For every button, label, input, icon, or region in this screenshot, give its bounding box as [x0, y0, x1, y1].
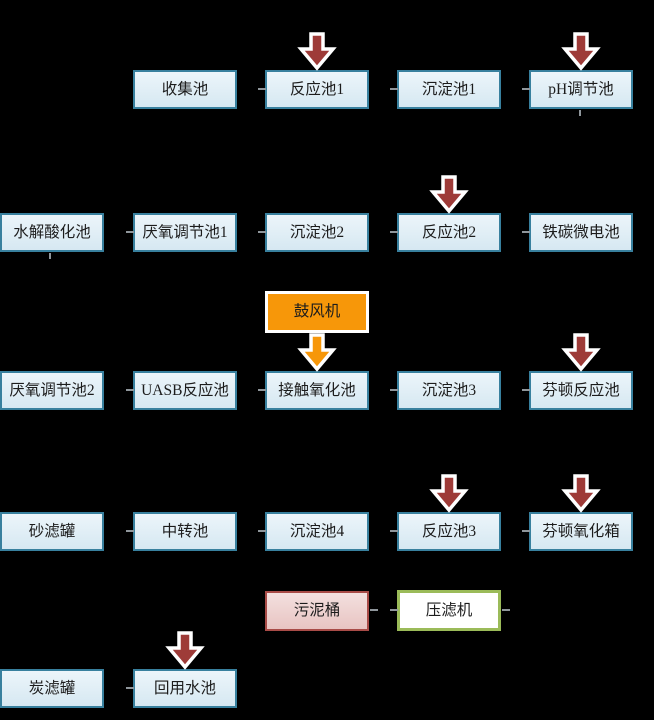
node-collection-pool: 收集池 — [133, 70, 237, 109]
connector-stub — [258, 231, 266, 233]
connector-stub — [390, 609, 398, 611]
connector-stub — [126, 530, 134, 532]
down-arrow-icon — [561, 32, 601, 71]
connector-stub — [126, 231, 134, 233]
node-fenton-reaction-pool: 芬顿反应池 — [529, 371, 633, 410]
connector-stub — [579, 110, 581, 116]
node-reuse-water-pool: 回用水池 — [133, 669, 237, 708]
node-sedimentation-pool-3: 沉淀池3 — [397, 371, 501, 410]
connector-stub — [258, 530, 266, 532]
connector-stub — [390, 530, 398, 532]
down-arrow-icon — [297, 32, 337, 71]
connector-stub — [126, 389, 134, 391]
node-anaerobic-regulating-pool-2: 厌氧调节池2 — [0, 371, 104, 410]
connector-stub — [390, 231, 398, 233]
node-carbon-filter-tank: 炭滤罐 — [0, 669, 104, 708]
node-fenton-oxidation-tank: 芬顿氧化箱 — [529, 512, 633, 551]
orange-down-arrow-icon — [297, 333, 337, 372]
node-filter-press: 压滤机 — [397, 590, 501, 631]
connector-stub — [390, 389, 398, 391]
node-reaction-pool-3: 反应池3 — [397, 512, 501, 551]
node-iron-carbon-micro-cell: 铁碳微电池 — [529, 213, 633, 252]
down-arrow-icon — [429, 474, 469, 513]
node-sedimentation-pool-2: 沉淀池2 — [265, 213, 369, 252]
connector-stub — [522, 530, 530, 532]
down-arrow-icon — [561, 474, 601, 513]
connector-stub — [258, 88, 266, 90]
node-ph-adjustment-pool: pH调节池 — [529, 70, 633, 109]
down-arrow-icon — [165, 631, 205, 670]
node-sludge-barrel: 污泥桶 — [265, 591, 369, 631]
node-reaction-pool-1: 反应池1 — [265, 70, 369, 109]
connector-stub — [258, 389, 266, 391]
connector-stub — [126, 687, 134, 689]
node-blower: 鼓风机 — [265, 291, 369, 333]
connector-stub — [370, 609, 378, 611]
connector-stub — [522, 231, 530, 233]
node-reaction-pool-2: 反应池2 — [397, 213, 501, 252]
connector-stub — [522, 389, 530, 391]
node-transfer-pool: 中转池 — [133, 512, 237, 551]
node-hydrolysis-acidification-pool: 水解酸化池 — [0, 213, 104, 252]
connector-stub — [390, 88, 398, 90]
node-sedimentation-pool-1: 沉淀池1 — [397, 70, 501, 109]
down-arrow-icon — [429, 175, 469, 214]
connector-stub — [522, 88, 530, 90]
node-sedimentation-pool-4: 沉淀池4 — [265, 512, 369, 551]
connector-stub — [49, 253, 51, 259]
connector-stub — [502, 609, 510, 611]
down-arrow-icon — [561, 333, 601, 372]
node-sand-filter-tank: 砂滤罐 — [0, 512, 104, 551]
node-anaerobic-regulating-pool-1: 厌氧调节池1 — [133, 213, 237, 252]
node-uasb-reactor: UASB反应池 — [133, 371, 237, 410]
node-contact-oxidation-pool: 接触氧化池 — [265, 371, 369, 410]
